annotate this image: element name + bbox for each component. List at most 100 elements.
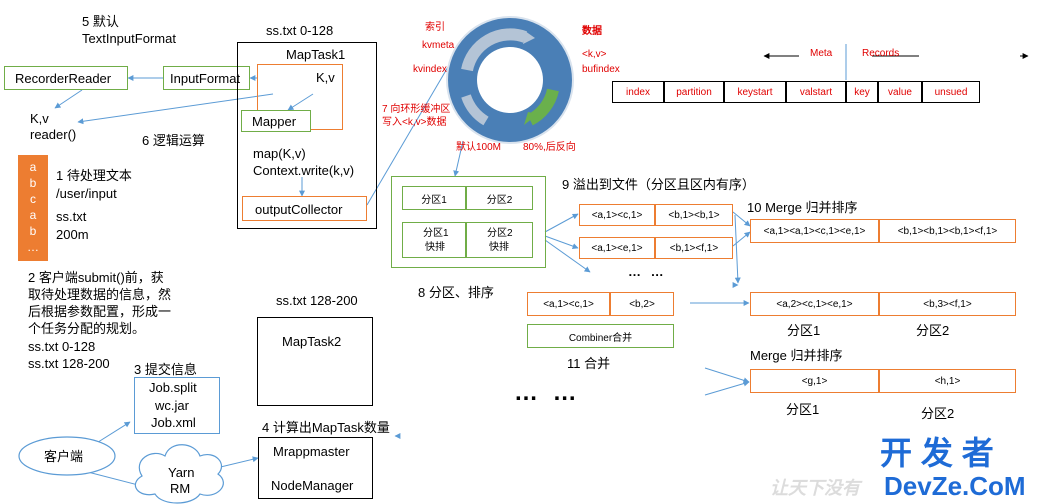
kv-box-label: K,v <box>316 70 335 85</box>
step7-line2: 写入<k,v>数据 <box>382 117 447 128</box>
quicksort-label: 快排 <box>489 242 509 253</box>
file-letter: b <box>29 176 37 190</box>
spill-cell: <a,1><c,1> <box>579 204 655 226</box>
rm-label: RM <box>170 481 191 496</box>
arrow-in-final-2 <box>704 380 750 396</box>
kvindex-label: kvindex <box>413 64 447 75</box>
maptask1-title: MapTask1 <box>286 47 346 62</box>
step2-line: 取待处理数据的信息，然 <box>28 287 172 302</box>
split-line-1: ss.txt 0-128 <box>28 339 96 354</box>
spill-cell: <b,1><b,1> <box>655 204 733 226</box>
ring-buffer <box>446 16 574 144</box>
bufindex-label: bufindex <box>582 64 620 75</box>
step9-label: 9 溢出到文件（分区且区内有序） <box>562 177 755 192</box>
meta-cell: keystart <box>724 81 786 103</box>
arrow-buffer-to-partitions <box>453 140 464 177</box>
arrow-reader-to-kv <box>54 89 83 109</box>
yarn-label: Yarn <box>168 465 195 480</box>
input-path-label: /user/input <box>56 186 117 201</box>
step7-line1: 7 向环形缓冲区 <box>382 104 451 115</box>
partition-label: 分区2 <box>921 406 955 421</box>
file-letter: … <box>27 240 39 254</box>
yarn-cloud-shape <box>134 444 224 504</box>
step2-line: 2 客户端submit()前，获 <box>28 270 164 285</box>
mrappmaster-box: Mrappmaster NodeManager <box>258 437 373 499</box>
partition-cell: 分区2 <box>466 186 533 210</box>
mapper-box: Mapper <box>241 110 311 132</box>
client-ellipse <box>18 436 116 476</box>
partition-name: 分区2 <box>487 228 513 239</box>
arrow-partition-to-spill2 <box>544 235 579 249</box>
partition-name: 分区1 <box>423 228 449 239</box>
meta-cell: key <box>846 81 878 103</box>
more-spills-dots: … … <box>628 264 667 279</box>
maptask2-title: MapTask2 <box>282 334 342 349</box>
step4-label: 4 计算出MapTask数量 <box>262 420 390 435</box>
spill-cell: <a,1><e,1> <box>579 237 655 259</box>
final-cell: <h,1> <box>879 369 1016 393</box>
meta-cell: unsued <box>922 81 980 103</box>
file-letter: a <box>29 208 37 222</box>
kvmeta-label: kvmeta <box>422 40 455 51</box>
job-file-item: Job.xml <box>151 415 196 430</box>
partition-sort-box <box>391 176 546 268</box>
combined-cell: <b,3><f,1> <box>879 292 1016 316</box>
watermark-title: 开 发 者 <box>880 435 994 471</box>
partition-cell: 分区1 <box>402 186 466 210</box>
map-call-label: map(K,v) <box>253 146 306 161</box>
step2-line: 后根据参数配置，形成一 <box>28 304 172 319</box>
mrappmaster-label: Mrappmaster <box>273 444 350 459</box>
file-split1-label: ss.txt 0-128 <box>266 23 334 38</box>
partition-label: 分区1 <box>786 402 820 417</box>
step2-line: 个任务分配的规划。 <box>28 321 146 336</box>
arrow-partition-to-spill1 <box>544 213 579 233</box>
reverse-80-label: 80%,后反向 <box>523 142 576 153</box>
job-file-item: wc.jar <box>155 398 189 413</box>
records-label: Records <box>862 48 900 59</box>
more-maptasks-dots: … … <box>514 379 581 406</box>
meta-cell: partition <box>664 81 724 103</box>
merge-title-2: Merge 归并排序 <box>750 348 843 363</box>
file-letter: a <box>29 160 37 174</box>
input-file-label: ss.txt <box>56 209 87 224</box>
index-label: 索引 <box>425 22 445 33</box>
arrow-partition-to-more <box>544 239 591 273</box>
output-collector-box: outputCollector <box>242 196 367 221</box>
arrow-kv-to-mapper <box>287 93 314 111</box>
maptask2-box: MapTask2 <box>257 317 373 406</box>
step8-label: 8 分区、排序 <box>418 285 494 300</box>
maptask1-box: MapTask1 <box>237 42 377 229</box>
step5-format-label: TextInputFormat <box>82 31 176 46</box>
ring-buffer-meta-arrow <box>461 28 528 72</box>
job-file-item: Job.split <box>149 380 197 395</box>
input-format-label: InputFormat <box>170 71 241 86</box>
output-collector-label: outputCollector <box>255 202 343 217</box>
job-info-box: Job.split wc.jar Job.xml <box>134 377 220 434</box>
combiner-box: Combiner合并 <box>527 324 674 348</box>
recorder-reader-label: RecorderReader <box>15 71 112 86</box>
partition-sort-cell: 分区1 快排 <box>402 222 466 258</box>
final-cell: <g,1> <box>750 369 879 393</box>
step10-label: 10 Merge 归并排序 <box>747 200 858 215</box>
input-file-block: a b c a b … <box>18 155 48 261</box>
step5-label: 5 默认 <box>82 14 119 29</box>
partition-sort-cell: 分区2 快排 <box>466 222 533 258</box>
kv-angle-label: <k,v> <box>582 49 607 60</box>
default-100m-label: 默认100M <box>456 142 502 153</box>
meta-cell: index <box>612 81 664 103</box>
mapper-label: Mapper <box>252 114 297 129</box>
split-line-2: ss.txt 128-200 <box>28 356 110 371</box>
partition-label: 分区1 <box>787 323 821 338</box>
input-format-box: InputFormat <box>163 66 250 90</box>
quicksort-label: 快排 <box>425 242 445 253</box>
step6-label: 6 逻辑运算 <box>142 133 205 148</box>
meta-cell: valstart <box>786 81 846 103</box>
data-label: 数据 <box>582 26 602 37</box>
combined-cell: <a,2><c,1><e,1> <box>750 292 879 316</box>
step1-label: 1 待处理文本 <box>56 168 132 183</box>
arrow-collector-to-buffer <box>366 54 456 206</box>
combine-input-cell: <b,2> <box>610 292 674 316</box>
